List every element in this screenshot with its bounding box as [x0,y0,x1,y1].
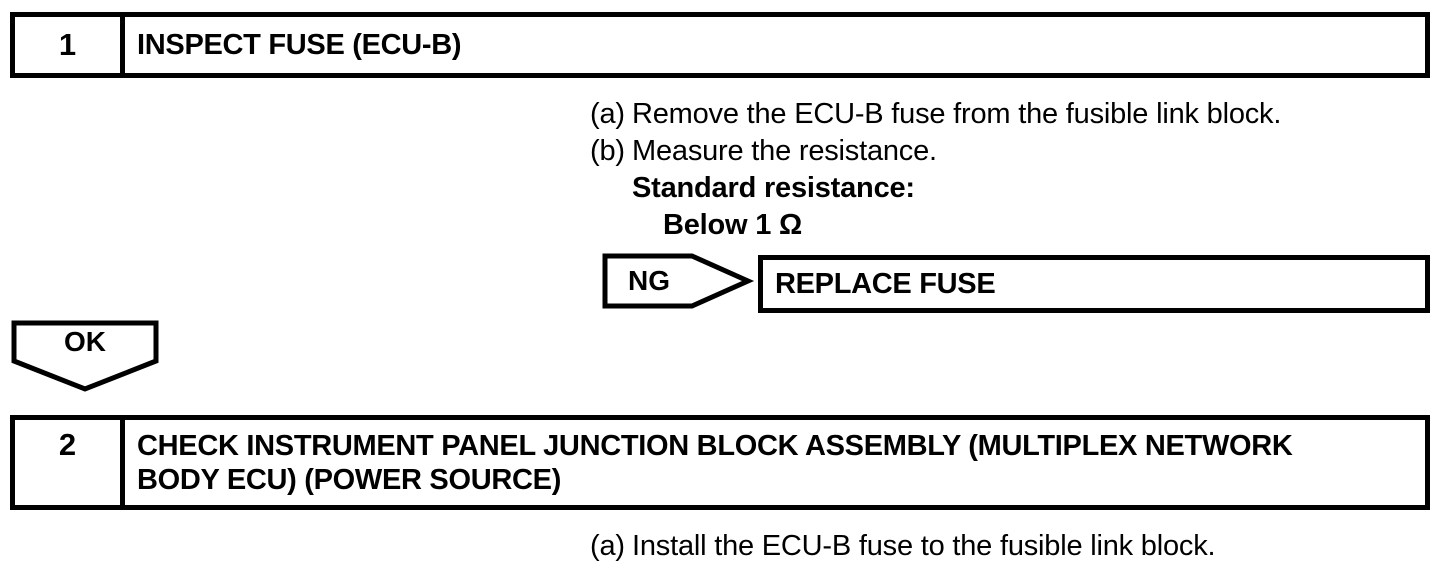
substep-a-text: Remove the ECU-B fuse from the fusible l… [632,98,1282,130]
step2-title: CHECK INSTRUMENT PANEL JUNCTION BLOCK AS… [125,420,1425,505]
ng-pentagon-shape [602,253,755,309]
substep-a-text: Install the ECU-B fuse to the fusible li… [632,530,1216,562]
step1-substep-a: (a) Remove the ECU-B fuse from the fusib… [590,96,1281,133]
substep-b-label: (b) [590,135,625,167]
step2-title-text-line1: CHECK INSTRUMENT PANEL JUNCTION BLOCK AS… [137,429,1293,462]
ok-condition-label: OK [64,326,106,357]
step1-number: 1 [15,17,125,73]
ok-pentagon-shape [11,320,159,392]
ng-action-box: REPLACE FUSE [758,255,1430,313]
step2-title-text-line2: BODY ECU) (POWER SOURCE) [137,463,562,496]
step1-title: INSPECT FUSE (ECU-B) [125,17,1425,73]
step2-header-box: 2 CHECK INSTRUMENT PANEL JUNCTION BLOCK … [10,415,1430,510]
spec-heading: Standard resistance: [632,172,915,204]
step1-instructions: (a) Remove the ECU-B fuse from the fusib… [590,96,1281,244]
ng-action-label: REPLACE FUSE [775,267,996,300]
step2-instructions: (a) Install the ECU-B fuse to the fusibl… [590,528,1216,565]
step1-spec-value-row: Below 1 Ω [590,207,1281,244]
step1-spec-heading-row: Standard resistance: [590,170,1281,207]
step2-substep-a: (a) Install the ECU-B fuse to the fusibl… [590,528,1216,565]
ok-connector-arrow-icon: OK [11,320,159,392]
ng-condition-label: NG [628,265,670,296]
spec-value-spacer [590,207,632,244]
step1-title-text: INSPECT FUSE (ECU-B) [137,29,462,61]
substep-a-label: (a) [590,530,625,562]
step1-header-box: 1 INSPECT FUSE (ECU-B) [10,12,1430,78]
substep-b-text: Measure the resistance. [632,135,937,167]
spec-heading-spacer [590,170,632,207]
spec-value: Below 1 Ω [663,209,803,241]
step1-substep-b: (b) Measure the resistance. [590,133,1281,170]
ng-branch-arrow-icon: NG [602,253,755,309]
substep-a-label: (a) [590,98,625,130]
step2-number: 2 [15,420,125,505]
